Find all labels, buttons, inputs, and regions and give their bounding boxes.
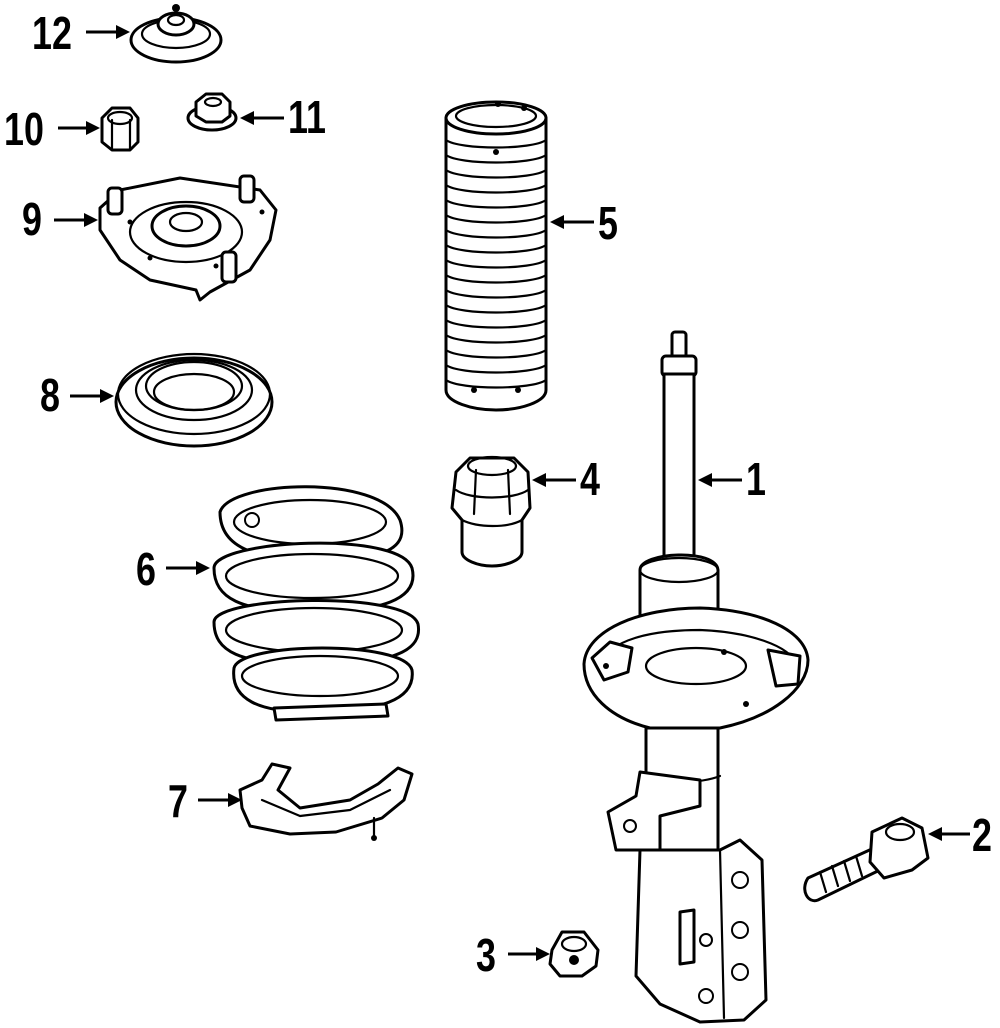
leader-8	[70, 389, 114, 403]
callout-4: 4	[580, 453, 600, 505]
leader-9	[54, 213, 98, 227]
boot-rib	[444, 138, 548, 149]
part-7-isolator	[238, 762, 414, 841]
part-2-bolt	[803, 816, 930, 903]
boot-rib	[444, 333, 548, 344]
leader-7	[198, 793, 242, 807]
part-4-bump-stop	[450, 455, 532, 568]
part-6-coil-spring	[212, 485, 421, 722]
leader-4	[532, 473, 576, 487]
part-10-nut	[100, 106, 140, 152]
part-11-flange-nut	[186, 92, 238, 132]
boot-rib	[444, 318, 548, 329]
part-12-dust-cap	[129, 4, 223, 64]
part-3-nut	[548, 930, 600, 978]
leader-10	[58, 121, 100, 135]
boot-rib	[444, 243, 548, 254]
part-5-dust-boot	[444, 100, 548, 412]
boot-rib	[444, 288, 548, 299]
leader-3	[508, 947, 550, 961]
callout-3: 3	[476, 929, 496, 981]
boot-rib	[444, 183, 548, 194]
boot-rib	[444, 348, 548, 359]
boot-rib	[444, 228, 548, 239]
callout-11: 11	[288, 91, 326, 143]
callout-7: 7	[168, 775, 188, 827]
leader-11	[240, 111, 284, 125]
leader-5	[550, 215, 594, 229]
leader-12	[86, 25, 130, 39]
leader-6	[166, 561, 210, 575]
boot-rib	[444, 258, 548, 269]
boot-rib	[444, 168, 548, 179]
callout-1: 1	[746, 453, 766, 505]
boot-rib	[444, 378, 548, 389]
callout-10: 10	[4, 103, 44, 155]
callout-5: 5	[598, 197, 618, 249]
boot-rib	[444, 363, 548, 374]
callout-9: 9	[22, 193, 42, 245]
callout-2: 2	[972, 809, 992, 861]
boot-rib	[444, 153, 548, 164]
callout-8: 8	[40, 369, 60, 421]
part-1-strut	[582, 330, 810, 1024]
leader-2	[928, 827, 970, 841]
callout-12: 12	[32, 7, 72, 59]
boot-rib	[444, 198, 548, 209]
boot-rib	[444, 273, 548, 284]
boot-rib	[444, 303, 548, 314]
leader-lines	[54, 25, 970, 961]
boot-rib	[444, 213, 548, 224]
leader-1	[698, 473, 742, 487]
callout-6: 6	[136, 543, 156, 595]
part-9-strut-mount	[98, 174, 278, 302]
part-8-bearing	[114, 352, 274, 448]
